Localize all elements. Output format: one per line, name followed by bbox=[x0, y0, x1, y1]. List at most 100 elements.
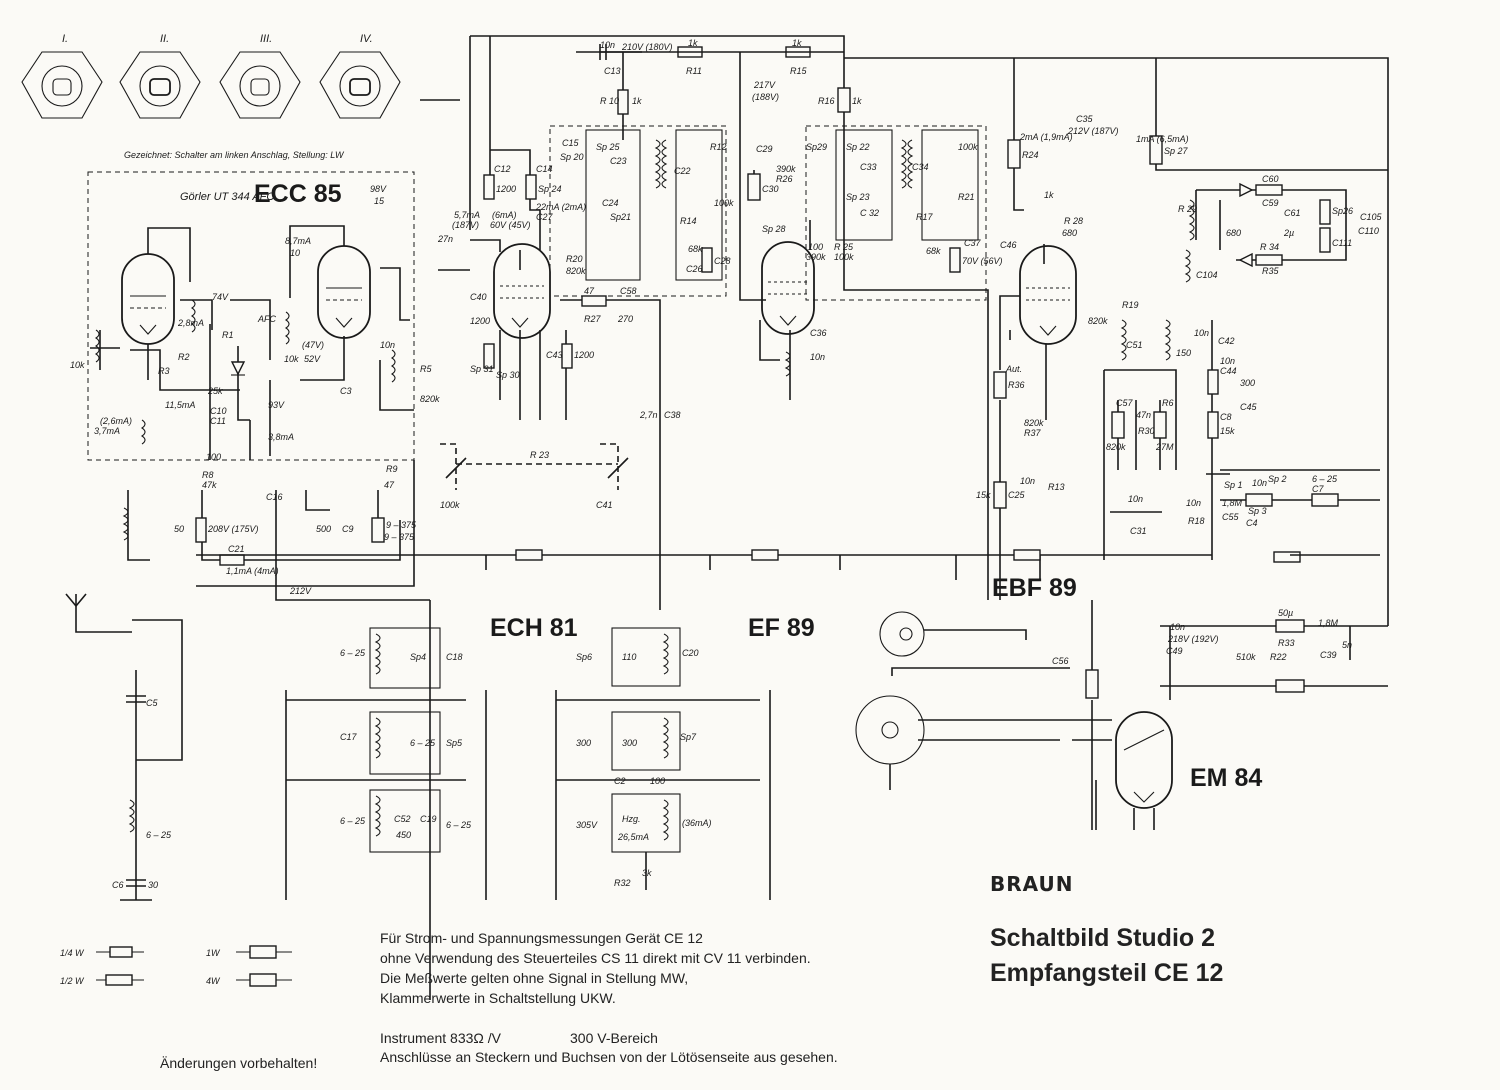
c113-label: 100 bbox=[206, 452, 221, 462]
r23-resistor bbox=[1111, 411, 1125, 439]
sp31-label: C51 bbox=[1126, 340, 1143, 350]
c61-value: C105 bbox=[1360, 212, 1383, 222]
c101-value: (2,6mA) bbox=[100, 416, 132, 426]
c103-label: R3 bbox=[158, 366, 170, 376]
r9-resistor bbox=[581, 295, 607, 307]
v208-label: R20 bbox=[566, 254, 583, 264]
v212-label: 100 bbox=[808, 242, 823, 252]
r5-value: Sp 30 bbox=[496, 370, 520, 380]
r12-label: C26 bbox=[686, 264, 703, 274]
r19-resistor bbox=[993, 481, 1007, 509]
c46-label: 680 bbox=[1226, 228, 1241, 238]
r1-label: 50 bbox=[174, 524, 184, 534]
tuner-choke-coil bbox=[141, 419, 146, 445]
c51-label: 10n bbox=[1128, 494, 1143, 504]
r14-value: C30 bbox=[762, 184, 779, 194]
sp20-label: Sp21 bbox=[610, 212, 631, 222]
r14-resistor bbox=[747, 173, 761, 201]
r17-label: C37 bbox=[964, 238, 982, 248]
r7-label: C14 bbox=[536, 164, 553, 174]
r23-value: C57 bbox=[1116, 398, 1134, 408]
c45-value: Sp 1 bbox=[1224, 480, 1243, 490]
svg-text:10: 10 bbox=[290, 248, 300, 258]
r13-resistor bbox=[751, 549, 779, 561]
c58-label: C45 bbox=[1240, 402, 1258, 412]
r24-value: Sp 27 bbox=[1164, 146, 1189, 156]
legend-one-watt: 1W bbox=[206, 948, 221, 958]
c51-value: C31 bbox=[1130, 526, 1147, 536]
c29-label: Sp 22 bbox=[846, 142, 870, 152]
em84-tube-label: EM 84 bbox=[1190, 764, 1262, 792]
c53-label: R5 bbox=[420, 364, 432, 374]
sp21-label: R14 bbox=[680, 216, 697, 226]
r2-label: 1,1mA (4mA) bbox=[226, 566, 279, 576]
sp1-label: 6 – 25 bbox=[340, 648, 366, 658]
c56-label: 510k bbox=[1236, 652, 1256, 662]
fm-tuner-boundary bbox=[87, 171, 415, 461]
supply-188v-label: (188V) bbox=[752, 92, 779, 102]
r2-value: C21 bbox=[228, 544, 245, 554]
c12-label: C15 bbox=[562, 138, 580, 148]
c9-range-a: 100k bbox=[440, 500, 460, 510]
aut-label: Sp 2 bbox=[1268, 474, 1287, 484]
v305-label: 10n bbox=[1170, 622, 1185, 632]
r4-label: C12 bbox=[494, 164, 511, 174]
r11-value: 1k bbox=[688, 38, 698, 48]
v187-label: 390k bbox=[806, 252, 826, 262]
c15-label: C24 bbox=[602, 198, 619, 208]
coil-bank-left bbox=[285, 627, 487, 900]
output-jack bbox=[879, 611, 1027, 657]
sp2-label: C17 bbox=[340, 732, 358, 742]
r28-resistor bbox=[1255, 184, 1283, 196]
ebf89-tube bbox=[1019, 245, 1077, 345]
v60-label: 390k bbox=[776, 164, 796, 174]
c30-label: Sp 23 bbox=[846, 192, 870, 202]
sp101-label: 10k bbox=[70, 360, 85, 370]
ma11-label: 820k bbox=[566, 266, 586, 276]
if-filter-1-boundary bbox=[549, 125, 727, 297]
sp3-label: 6 – 25 bbox=[340, 816, 366, 826]
c34-label: R21 bbox=[958, 192, 975, 202]
r37-resistor bbox=[1311, 493, 1339, 507]
r28-label: C59 bbox=[1262, 198, 1279, 208]
ma2-label: 212V (187V) bbox=[1067, 126, 1119, 136]
title-line-1: Schaltbild Studio 2 bbox=[990, 924, 1216, 952]
r5-label: Sp 31 bbox=[470, 364, 494, 374]
switch-position-note: Gezeichnet: Schalter am linken Anschlag,… bbox=[124, 150, 345, 160]
wattage-legend bbox=[96, 945, 292, 987]
input-socket bbox=[855, 667, 1112, 790]
c24-label: 100k bbox=[714, 198, 734, 208]
r16-label: R16 bbox=[818, 96, 835, 106]
changes-reserved-note: Änderungen vorbehalten! bbox=[160, 1055, 318, 1071]
r33-resistor bbox=[1275, 679, 1305, 693]
r25-value: R6 bbox=[1162, 398, 1174, 408]
r25-resistor bbox=[1153, 411, 1167, 439]
ma28-label: 47 bbox=[384, 480, 395, 490]
legend-quarter-watt: 1/4 W bbox=[60, 948, 85, 958]
c49-value: 5n bbox=[1342, 640, 1352, 650]
measurement-notes: Für Strom- und Spannungsmessungen Gerät … bbox=[380, 928, 811, 1008]
c41-value: R30 bbox=[1138, 426, 1155, 436]
r8-label: C43 bbox=[546, 350, 563, 360]
c2-value: 30 bbox=[148, 880, 158, 890]
c52-label: C2 bbox=[614, 776, 626, 786]
afc-label: C16 bbox=[266, 492, 283, 502]
c104-label: 2,8mA bbox=[177, 318, 204, 328]
r24-label: 1mA (6,5mA) bbox=[1136, 134, 1189, 144]
ma6-label: 100k bbox=[834, 252, 854, 262]
c107-label: AFC bbox=[257, 314, 277, 324]
ma1-label: 680 bbox=[1062, 228, 1077, 238]
title-line-2: Empfangsteil CE 12 bbox=[990, 959, 1224, 987]
c10-value: 1200 bbox=[470, 316, 490, 326]
r9-label: R27 bbox=[584, 314, 602, 324]
sp102-label: R2 bbox=[178, 352, 190, 362]
if-filter-2-boundary bbox=[805, 125, 987, 301]
sp22-label: C 32 bbox=[860, 208, 879, 218]
c102-label: 11,5mA bbox=[165, 400, 195, 410]
r32-resistor bbox=[1275, 619, 1305, 633]
c112-label: R1 bbox=[222, 330, 234, 340]
c20-label: R32 bbox=[614, 878, 631, 888]
c14-label: Sp 25 bbox=[596, 142, 621, 152]
r102-value: C10 bbox=[210, 406, 227, 416]
v74-label: R9 bbox=[386, 464, 398, 474]
